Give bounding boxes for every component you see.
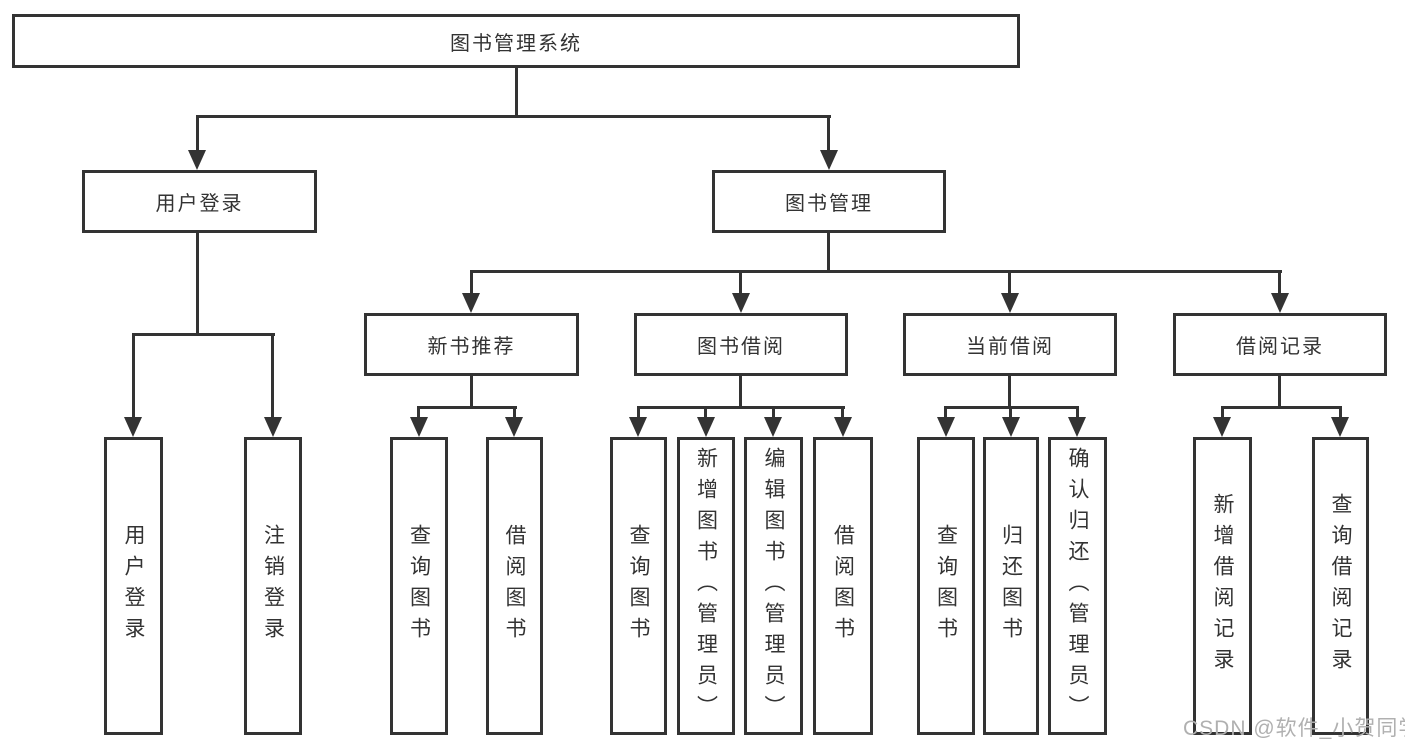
leaf-bb-query-books: 查询图书 bbox=[610, 437, 667, 735]
connector-drop-user-login bbox=[196, 115, 199, 152]
node-user-login-label: 用户登录 bbox=[155, 193, 244, 215]
connector-drop-cb-return bbox=[1009, 406, 1012, 420]
arrowhead-br-query bbox=[1331, 417, 1349, 437]
connector-current-trunk bbox=[1008, 376, 1011, 408]
leaf-nr-borrow-books: 借阅图书 bbox=[486, 437, 543, 735]
node-current-borrow: 当前借阅 bbox=[903, 313, 1117, 376]
leaf-br-query-record-label: 查询借阅记录 bbox=[1329, 493, 1352, 679]
arrowhead-leaf-login bbox=[124, 417, 142, 437]
node-new-book-recommend-label: 新书推荐 bbox=[427, 336, 516, 358]
leaf-logout: 注销登录 bbox=[244, 437, 302, 735]
connector-drop-br-add bbox=[1221, 406, 1224, 420]
arrowhead-cb-return bbox=[1002, 417, 1020, 437]
arrowhead-borrow bbox=[732, 293, 750, 313]
connector-drop-bb-edit bbox=[772, 406, 775, 420]
connector-drop-nr-borrow bbox=[513, 406, 516, 420]
node-user-login: 用户登录 bbox=[82, 170, 317, 233]
arrowhead-cb-confirm bbox=[1068, 417, 1086, 437]
leaf-bb-borrow-books: 借阅图书 bbox=[813, 437, 873, 735]
connector-level2-split bbox=[470, 270, 1282, 273]
node-borrow-records-label: 借阅记录 bbox=[1236, 336, 1324, 358]
arrowhead-bb-add bbox=[697, 417, 715, 437]
leaf-user-login: 用户登录 bbox=[104, 437, 163, 735]
leaf-bb-edit-books-admin: 编辑图书（管理员） bbox=[744, 437, 803, 735]
leaf-cb-return-books-label: 归还图书 bbox=[999, 524, 1023, 648]
arrowhead-bb-edit bbox=[764, 417, 782, 437]
node-borrow-records: 借阅记录 bbox=[1173, 313, 1387, 376]
connector-user-login-trunk bbox=[196, 233, 199, 336]
node-book-borrow: 图书借阅 bbox=[634, 313, 848, 376]
node-new-book-recommend: 新书推荐 bbox=[364, 313, 579, 376]
connector-book-mgmt-trunk bbox=[827, 233, 830, 273]
node-current-borrow-label: 当前借阅 bbox=[966, 336, 1054, 358]
connector-borrow-trunk bbox=[739, 376, 742, 408]
connector-user-login-split bbox=[132, 333, 275, 336]
arrowhead-user-login bbox=[188, 150, 206, 170]
connector-level1-split bbox=[196, 115, 831, 118]
arrowhead-current bbox=[1001, 293, 1019, 313]
arrowhead-records bbox=[1271, 293, 1289, 313]
leaf-cb-query-books-label: 查询图书 bbox=[934, 524, 958, 648]
connector-drop-cb-query bbox=[944, 406, 947, 420]
arrowhead-cb-query bbox=[937, 417, 955, 437]
connector-drop-book-mgmt bbox=[827, 115, 830, 152]
connector-drop-leaf-login bbox=[132, 333, 135, 419]
connector-new-rec-split bbox=[417, 406, 517, 409]
leaf-bb-add-books-admin: 新增图书（管理员） bbox=[677, 437, 735, 735]
arrowhead-bb-query bbox=[629, 417, 647, 437]
connector-records-trunk bbox=[1278, 376, 1281, 408]
arrowhead-br-add bbox=[1213, 417, 1231, 437]
connector-drop-borrow bbox=[739, 270, 742, 295]
arrowhead-nr-borrow bbox=[505, 417, 523, 437]
node-root-label: 图书管理系统 bbox=[450, 32, 582, 55]
arrowhead-nr-query bbox=[410, 417, 428, 437]
leaf-br-add-record: 新增借阅记录 bbox=[1193, 437, 1252, 735]
connector-drop-new-rec bbox=[470, 270, 473, 295]
connector-drop-records bbox=[1278, 270, 1281, 295]
arrowhead-book-mgmt bbox=[820, 150, 838, 170]
leaf-cb-return-books: 归还图书 bbox=[983, 437, 1039, 735]
connector-drop-bb-query bbox=[637, 406, 640, 420]
leaf-nr-borrow-books-label: 借阅图书 bbox=[503, 524, 526, 648]
connector-drop-current bbox=[1008, 270, 1011, 295]
arrowhead-leaf-logout bbox=[264, 417, 282, 437]
node-book-borrow-label: 图书借阅 bbox=[697, 336, 785, 358]
node-book-management: 图书管理 bbox=[712, 170, 946, 233]
arrowhead-bb-borrow bbox=[834, 417, 852, 437]
node-book-management-label: 图书管理 bbox=[785, 193, 873, 215]
leaf-bb-edit-books-admin-label: 编辑图书（管理员） bbox=[762, 446, 785, 726]
csdn-watermark: CSDN @软件_小贺同学 bbox=[1183, 717, 1405, 740]
connector-drop-bb-add bbox=[704, 406, 707, 420]
connector-drop-bb-borrow bbox=[841, 406, 844, 420]
connector-records-split bbox=[1221, 406, 1342, 409]
leaf-logout-label: 注销登录 bbox=[261, 524, 285, 648]
leaf-nr-query-books: 查询图书 bbox=[390, 437, 448, 735]
connector-drop-br-query bbox=[1339, 406, 1342, 420]
leaf-cb-query-books: 查询图书 bbox=[917, 437, 975, 735]
arrowhead-new-rec bbox=[462, 293, 480, 313]
leaf-cb-confirm-return-admin: 确认归还（管理员） bbox=[1048, 437, 1107, 735]
leaf-nr-query-books-label: 查询图书 bbox=[407, 524, 431, 648]
connector-drop-leaf-logout bbox=[271, 333, 274, 419]
connector-borrow-split bbox=[637, 406, 845, 409]
connector-root-trunk bbox=[515, 68, 518, 117]
leaf-bb-borrow-books-label: 借阅图书 bbox=[831, 524, 855, 648]
connector-drop-nr-query bbox=[417, 406, 420, 420]
leaf-bb-add-books-admin-label: 新增图书（管理员） bbox=[694, 446, 718, 726]
leaf-cb-confirm-return-admin-label: 确认归还（管理员） bbox=[1066, 446, 1089, 726]
connector-new-rec-trunk bbox=[470, 376, 473, 408]
connector-drop-cb-confirm bbox=[1076, 406, 1079, 420]
leaf-br-query-record: 查询借阅记录 bbox=[1312, 437, 1369, 735]
leaf-br-add-record-label: 新增借阅记录 bbox=[1211, 493, 1234, 679]
leaf-bb-query-books-label: 查询图书 bbox=[627, 524, 650, 648]
node-root: 图书管理系统 bbox=[12, 14, 1020, 68]
leaf-user-login-label: 用户登录 bbox=[122, 524, 145, 648]
